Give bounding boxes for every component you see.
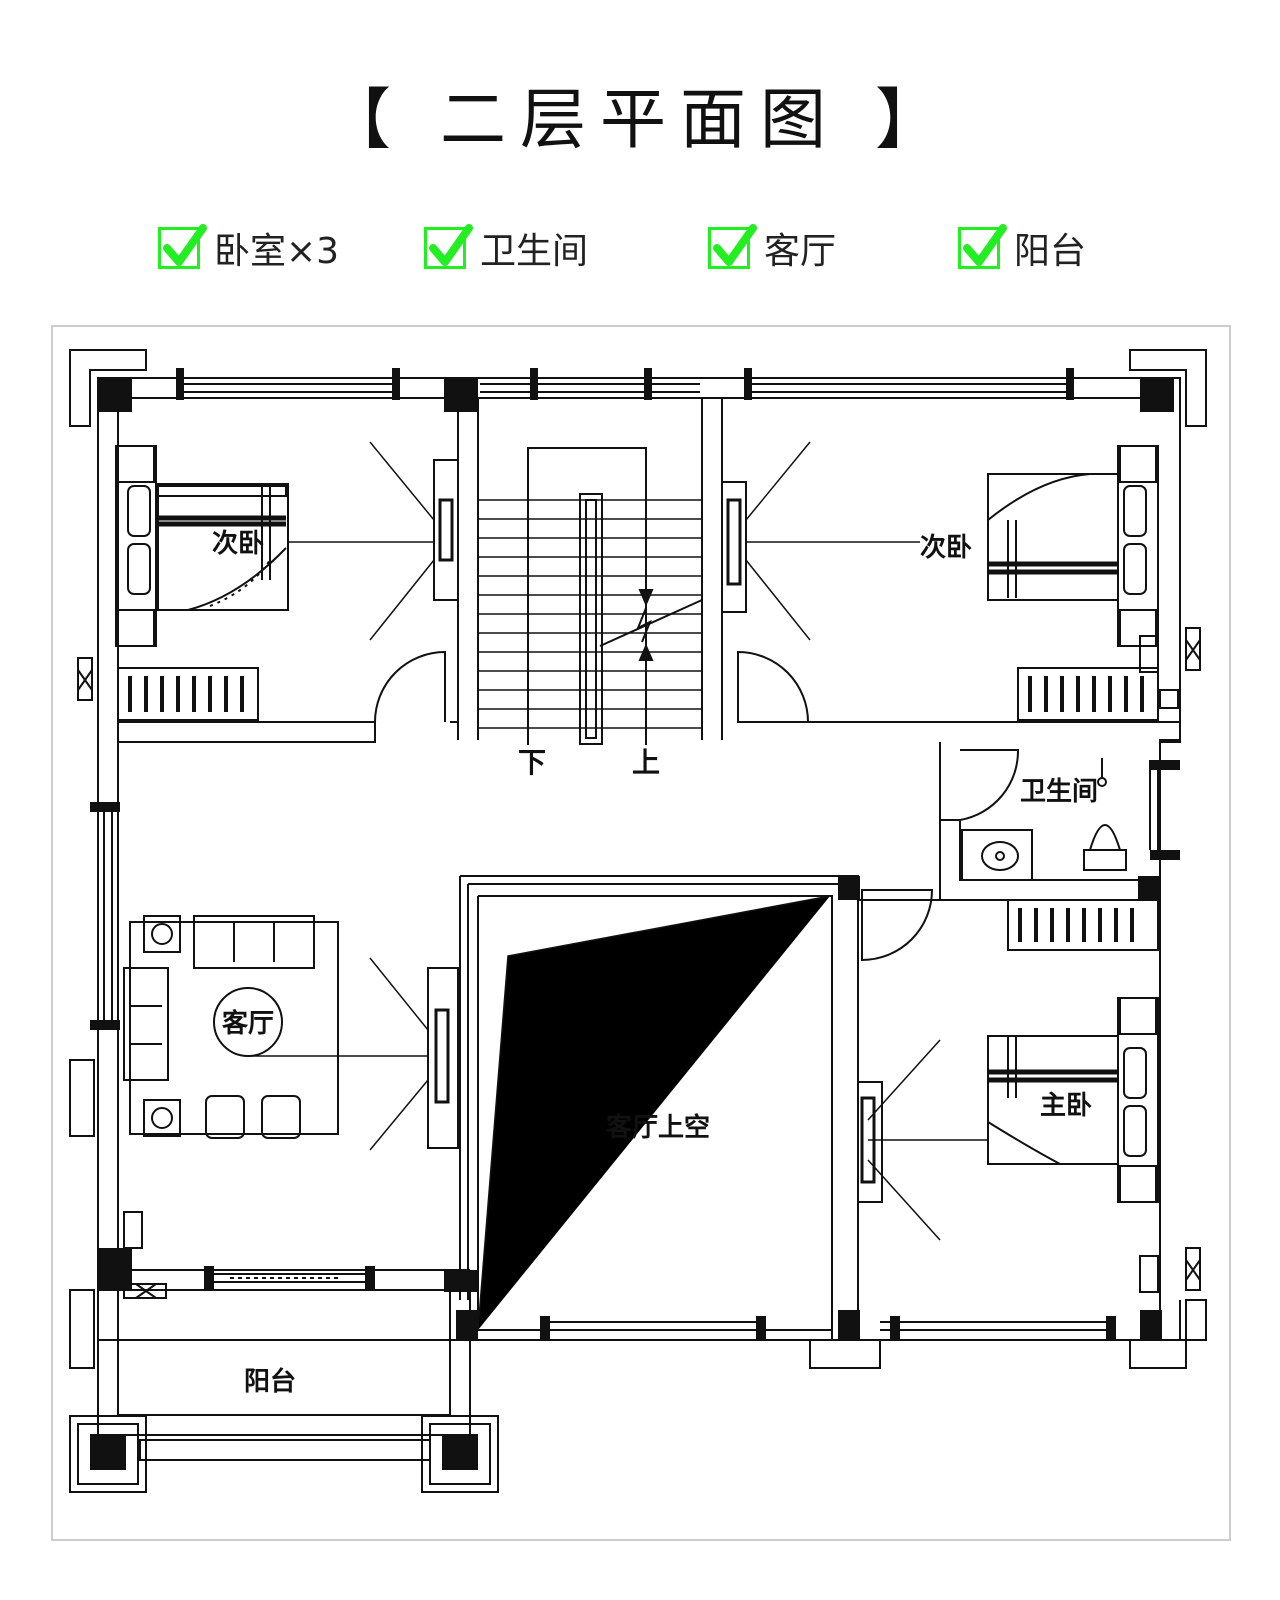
staircase — [478, 447, 703, 745]
room-label-bathroom: 卫生间 — [1020, 777, 1098, 807]
living-circle — [213, 987, 283, 1057]
corner-pillars — [69, 349, 1207, 1493]
bed-ne — [987, 445, 1159, 647]
room-label-bedroom-nw: 次卧 — [212, 529, 264, 559]
bed-nw — [115, 445, 289, 647]
tv-units — [427, 459, 883, 1203]
checkbox-checked-icon — [424, 224, 473, 269]
wardrobe-nw — [117, 667, 259, 721]
checkbox-checked-icon — [958, 224, 1007, 269]
wardrobe-ne — [1017, 667, 1159, 721]
bed-master — [987, 997, 1159, 1203]
doors — [374, 650, 1020, 962]
room-label-living: 客厅 — [222, 1008, 274, 1039]
feature-label: 阳台 — [1014, 231, 1087, 272]
feature-list: 卧室×3 卫生间 客厅 阳台 — [0, 218, 1280, 278]
room-label-balcony: 阳台 — [244, 1366, 296, 1397]
feature-label: 卫生间 — [480, 231, 589, 272]
page-title: 【 二层平面图 】 — [325, 81, 955, 158]
room-label-bedroom-ne: 次卧 — [920, 533, 972, 563]
walls — [97, 377, 1181, 1461]
columns — [90, 368, 1180, 1340]
plan-frame — [51, 325, 1231, 1541]
feature-label: 卧室×3 — [214, 231, 340, 272]
checkbox-checked-icon — [708, 224, 757, 269]
feature-item-living: 客厅 — [708, 218, 836, 278]
wardrobe-master — [1007, 899, 1159, 951]
stair-label-down: 下 — [518, 746, 546, 779]
checkbox-checked-icon — [158, 224, 207, 269]
feature-item-bathroom: 卫生间 — [424, 218, 588, 278]
feature-label: 客厅 — [764, 231, 837, 272]
bathroom-fixtures — [961, 758, 1127, 881]
feature-item-bedrooms: 卧室×3 — [158, 218, 339, 278]
sofa-set — [123, 915, 339, 1139]
stair-label-up: 上 — [632, 746, 660, 779]
feature-item-balcony: 阳台 — [958, 218, 1086, 278]
room-label-living-void: 客厅上空 — [606, 1112, 710, 1143]
ac-units — [77, 627, 1201, 1299]
room-label-master: 主卧 — [1040, 1091, 1092, 1121]
sight-lines — [248, 441, 988, 1331]
